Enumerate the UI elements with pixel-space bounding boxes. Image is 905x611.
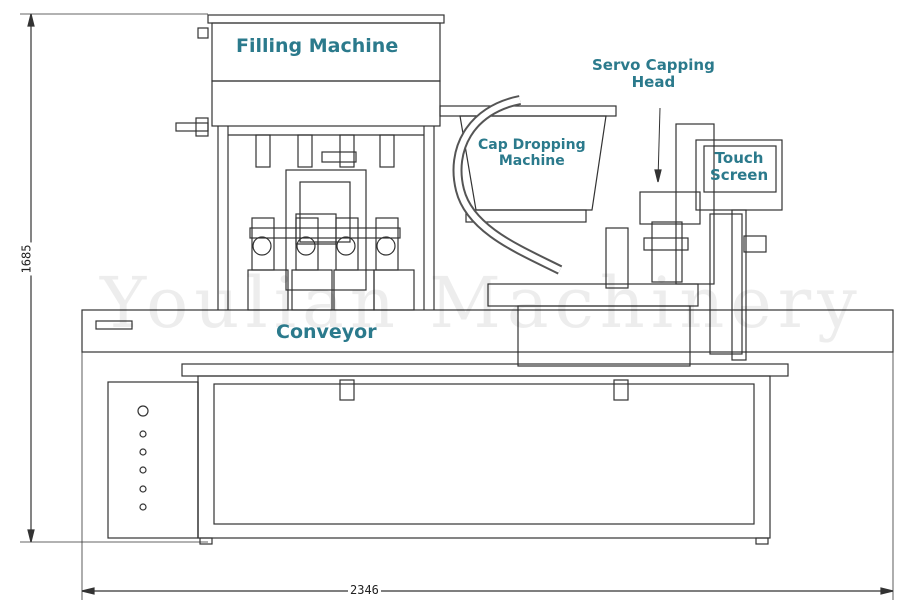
base-cabinet [107, 375, 771, 545]
label-filling-machine: Filling Machine [236, 35, 399, 57]
dimension-width-value: 2346 [348, 583, 381, 597]
label-conveyor: Conveyor [276, 321, 377, 343]
label-cap-dropping-machine: Cap Dropping Machine [478, 137, 586, 170]
width-dimension [81, 350, 894, 600]
servo-capping-head [605, 107, 715, 289]
label-touch-screen: Touch Screen [710, 149, 769, 185]
label-servo-capping-head: Servo Capping Head [592, 56, 715, 92]
height-dimension [20, 13, 208, 543]
watermark: Youlian Machinery [100, 262, 863, 344]
control-buttons [137, 405, 149, 511]
cap-dropping-machine [439, 95, 617, 275]
bottles [247, 217, 415, 311]
touch-screen-panel [695, 139, 783, 361]
dimension-height-value: 1685 [19, 242, 34, 276]
